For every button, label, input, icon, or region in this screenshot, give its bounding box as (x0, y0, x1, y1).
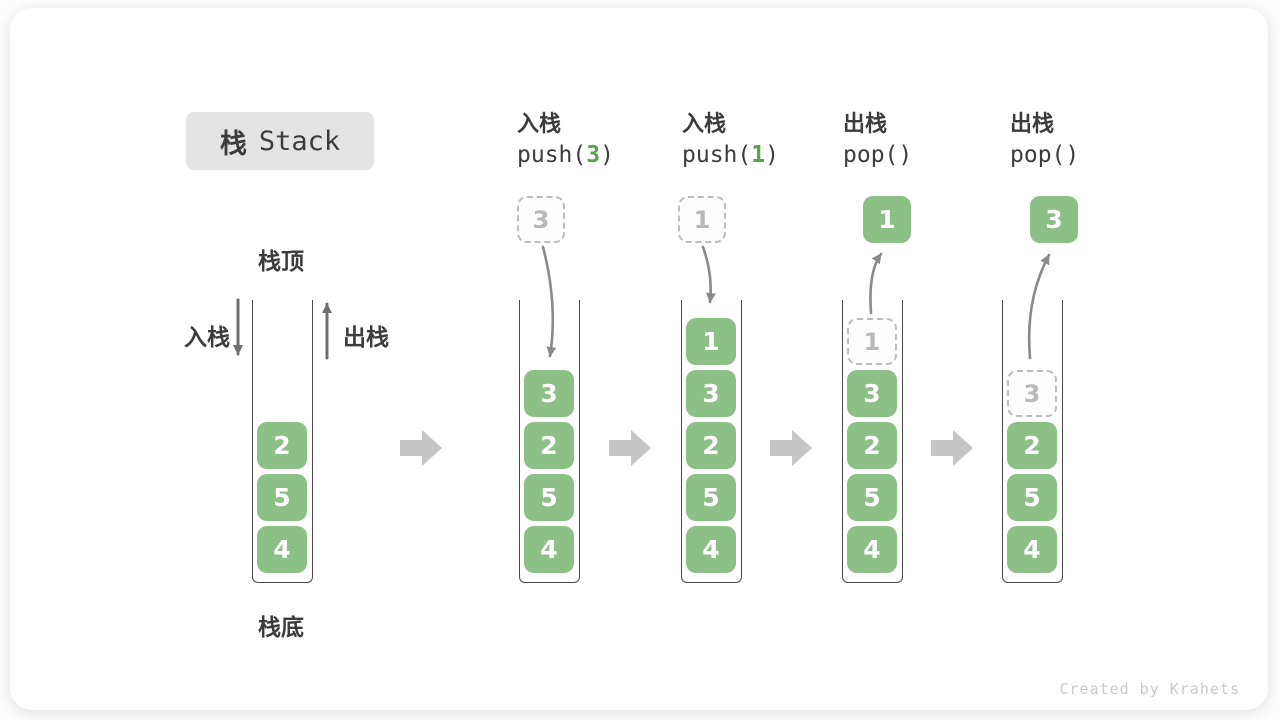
block-value: 2 (540, 431, 558, 460)
block-value: 2 (702, 431, 720, 460)
stack-block: 5 (524, 474, 574, 521)
stack-top-label: 栈顶 (258, 248, 304, 274)
op-1-code-arg: 3 (586, 142, 601, 168)
block-value: 2 (1023, 431, 1041, 460)
op-2-label: 入栈 (682, 111, 727, 136)
op-2-code-prefix: push( (682, 142, 752, 168)
block-value: 4 (863, 535, 881, 564)
stack-block: 3 (847, 370, 897, 417)
op-1-code-prefix: push( (517, 142, 587, 168)
op-1-label: 入栈 (517, 111, 562, 136)
op-3-label: 出栈 (843, 111, 888, 136)
op-1-code-suffix: ) (600, 142, 614, 168)
popped-value-box-1: 1 (863, 196, 911, 243)
op-2-code-suffix: ) (765, 142, 779, 168)
op-3-code-prefix: pop( (843, 142, 899, 168)
stack-block: 2 (1007, 422, 1057, 469)
op-4-code: pop() (1010, 142, 1079, 168)
block-value: 5 (273, 483, 291, 512)
push-side-label: 入栈 (184, 324, 230, 350)
stack-block: 4 (257, 526, 307, 573)
stack-block: 5 (1007, 474, 1057, 521)
block-value: 4 (702, 535, 720, 564)
stack-block: 2 (524, 422, 574, 469)
block-value: 4 (1023, 535, 1041, 564)
diagram-title: 栈 Stack (186, 112, 374, 170)
stack-block: 3 (524, 370, 574, 417)
stack-block: 4 (686, 526, 736, 573)
block-value: 2 (273, 431, 291, 460)
stack-block: 5 (686, 474, 736, 521)
stack-block: 2 (257, 422, 307, 469)
stack-block: 4 (1007, 526, 1057, 573)
stack-state-3: 1 3 2 5 4 (681, 300, 742, 583)
stack-block: 2 (686, 422, 736, 469)
block-value: 5 (702, 483, 720, 512)
pop-side-label: 出栈 (343, 324, 389, 350)
stack-block: 5 (847, 474, 897, 521)
stack-state-2: 3 2 5 4 (519, 300, 580, 583)
stack-block: 4 (847, 526, 897, 573)
block-value: 3 (702, 379, 720, 408)
pushed-value-box-3: 3 (517, 196, 565, 243)
stack-block: 4 (524, 526, 574, 573)
op-1-code: push(3) (517, 142, 614, 168)
block-value: 2 (863, 431, 881, 460)
title-en: Stack (258, 125, 341, 157)
stack-block: 1 (686, 318, 736, 365)
block-value: 4 (540, 535, 558, 564)
op-2-code: push(1) (682, 142, 779, 168)
op-3-code-suffix: ) (898, 142, 913, 168)
block-value: 1 (702, 327, 720, 356)
op-2-code-arg: 1 (751, 142, 766, 168)
pushed-value-3: 3 (532, 205, 550, 234)
op-3-code: pop() (843, 142, 912, 168)
stack-state-5: 3 2 5 4 (1002, 300, 1063, 583)
op-4-label: 出栈 (1010, 111, 1055, 136)
pushed-value-1: 1 (693, 205, 711, 234)
block-value: 1 (863, 327, 881, 356)
block-value: 3 (863, 379, 881, 408)
stack-bottom-label: 栈底 (258, 614, 304, 640)
stack-block: 5 (257, 474, 307, 521)
stack-state-4: 1 3 2 5 4 (842, 300, 903, 583)
op-4-code-prefix: pop( (1010, 142, 1066, 168)
stack-block: 3 (686, 370, 736, 417)
block-value: 3 (540, 379, 558, 408)
title-zh: 栈 (219, 128, 247, 159)
block-value: 4 (273, 535, 291, 564)
stack-block: 2 (847, 422, 897, 469)
block-value: 5 (863, 483, 881, 512)
block-value: 3 (1023, 379, 1041, 408)
op-4-code-suffix: ) (1065, 142, 1080, 168)
block-value: 5 (1023, 483, 1041, 512)
stack-block-removed: 1 (847, 318, 897, 365)
pushed-value-box-1: 1 (678, 196, 726, 243)
block-value: 5 (540, 483, 558, 512)
stack-state-1: 2 5 4 (252, 300, 313, 583)
watermark: Created by Krahets (1059, 680, 1240, 698)
popped-value-3: 3 (1045, 205, 1063, 234)
stack-block-removed: 3 (1007, 370, 1057, 417)
popped-value-1: 1 (878, 205, 896, 234)
popped-value-box-3: 3 (1030, 196, 1078, 243)
